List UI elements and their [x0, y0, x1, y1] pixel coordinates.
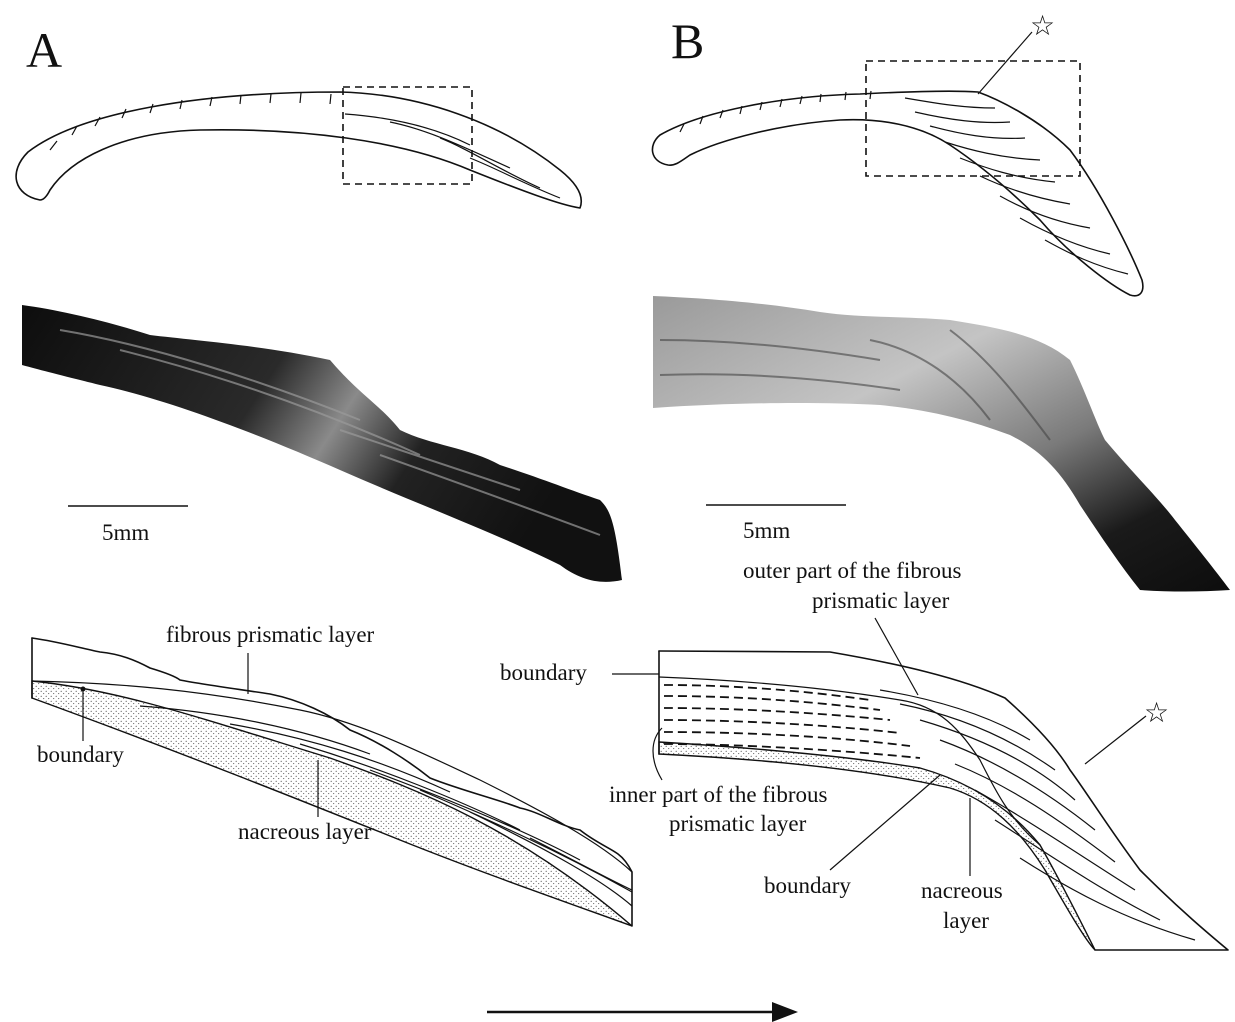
- panel-b-zoom-box: [866, 61, 1080, 176]
- panel-b-shell-outline: [652, 91, 1142, 296]
- panel-a-label-nacreous: nacreous layer: [238, 819, 372, 844]
- panel-b-star-top: ☆: [1030, 11, 1055, 42]
- panel-a-letter: A: [26, 22, 62, 78]
- panel-b-letter: B: [671, 13, 704, 69]
- panel-b-star-top-leader: [978, 32, 1032, 94]
- panel-a-zoom-box: [343, 87, 472, 184]
- panel-b-label-nacreous-line2: layer: [943, 908, 989, 933]
- panel-b-star-bottom-leader: [1085, 716, 1146, 764]
- panel-b-scale-label: 5mm: [743, 518, 790, 543]
- panel-b-label-boundary-top: boundary: [500, 660, 587, 685]
- panel-a-label-boundary: boundary: [37, 742, 124, 767]
- panel-b-leader-boundary-bottom: [830, 775, 940, 870]
- panel-b-leader-outer: [875, 618, 918, 695]
- panel-b-label-boundary-bottom: boundary: [764, 873, 851, 898]
- panel-b-label-outer-line2: prismatic layer: [812, 588, 950, 613]
- panel-a-label-fibrous-prismatic: fibrous prismatic layer: [166, 622, 375, 647]
- direction-arrow: [487, 1002, 798, 1022]
- panel-a-shell-outline: [16, 92, 581, 208]
- panel-b-label-outer-line1: outer part of the fibrous: [743, 558, 961, 583]
- panel-a-scale-label: 5mm: [102, 520, 149, 545]
- panel-b-star-bottom: ☆: [1144, 698, 1169, 729]
- panel-b-label-inner-line1: inner part of the fibrous: [609, 782, 827, 807]
- panel-b-photo: [653, 296, 1230, 592]
- panel-b-label-inner-line2: prismatic layer: [669, 811, 807, 836]
- panel-b-label-nacreous-line1: nacreous: [921, 878, 1003, 903]
